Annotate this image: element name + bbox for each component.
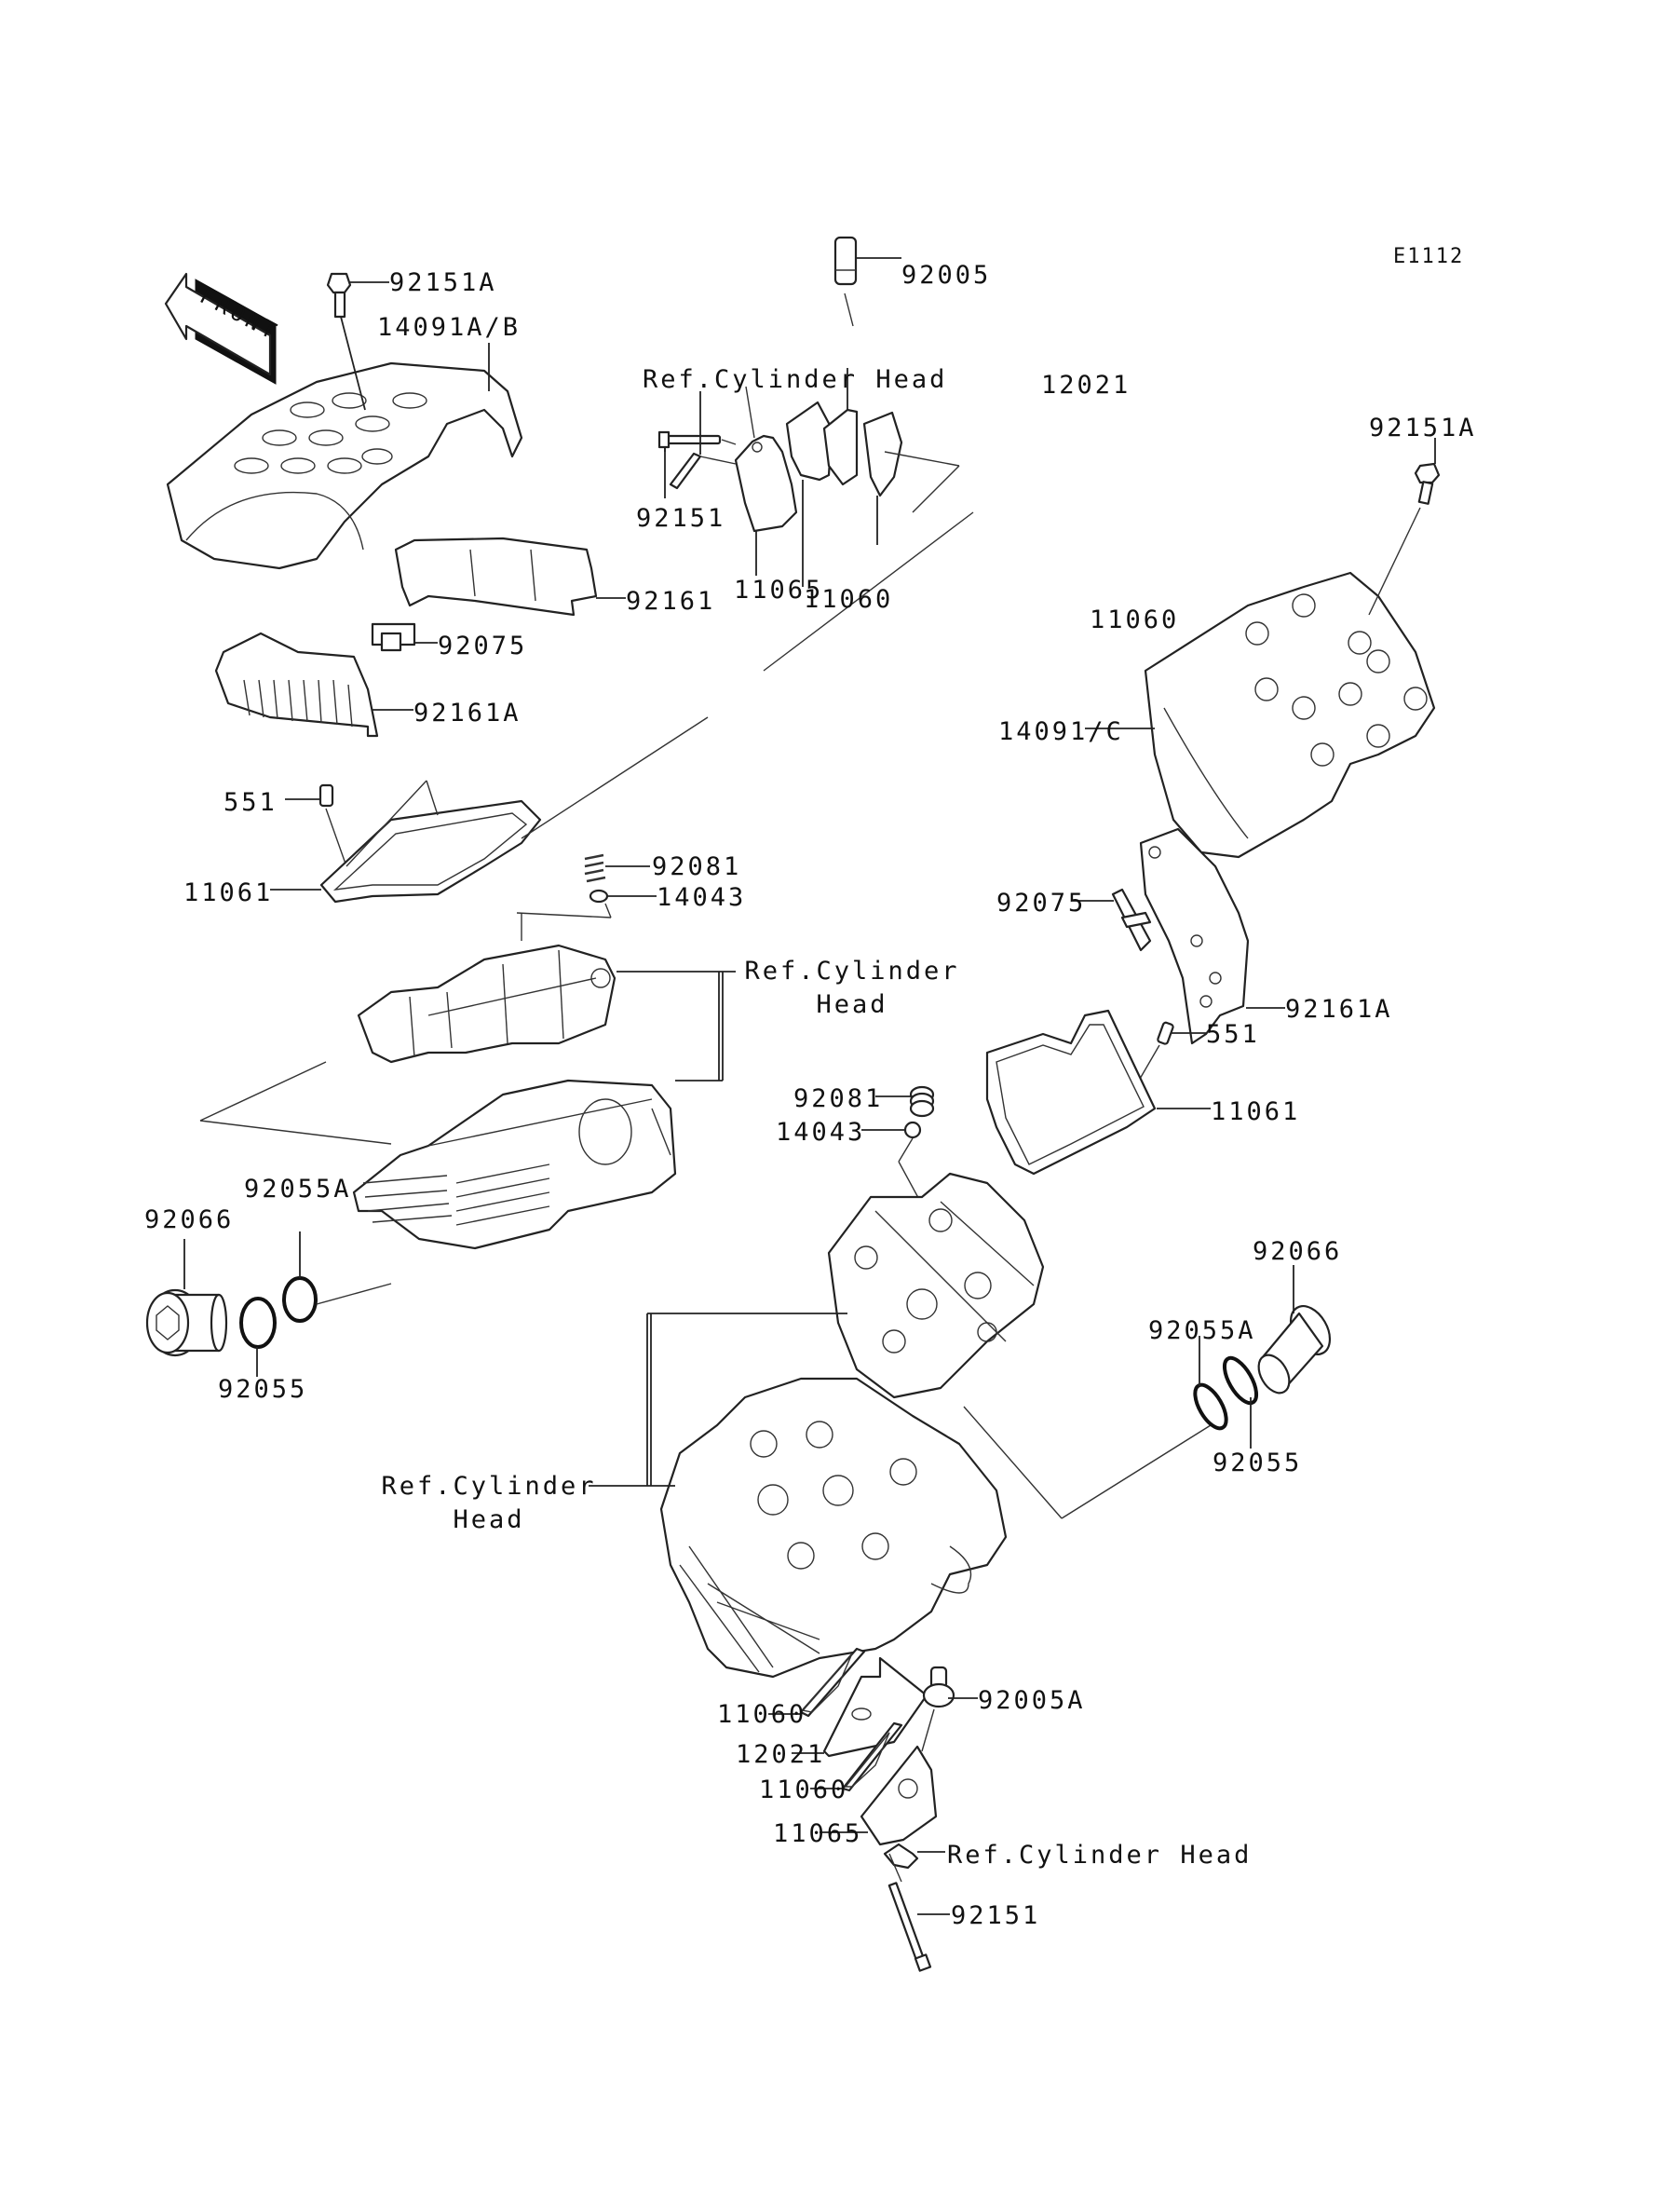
label-11061-left[interactable]: 11061 — [183, 878, 274, 907]
label-12021-bottom[interactable]: 12021 — [736, 1740, 826, 1769]
front-arrow-icon: FRONT — [164, 272, 284, 385]
ref-head-low-leaders — [589, 1313, 1212, 1519]
label-11061-right[interactable]: 11061 — [1211, 1097, 1301, 1126]
oring-92055-left-part — [239, 1297, 277, 1377]
label-11065-bottom[interactable]: 11065 — [773, 1819, 863, 1848]
cover-11065-top-part — [734, 386, 798, 576]
label-11060-bottom-a[interactable]: 11060 — [717, 1700, 807, 1729]
oring-92055-right-part — [1222, 1355, 1259, 1449]
cover-14091AB-part — [166, 361, 523, 570]
cover-11065-bottom-part — [820, 1745, 938, 1846]
gasket-11060-bottom-a-part — [768, 1647, 866, 1718]
gasket-11060-bottom-b-part — [810, 1721, 903, 1792]
ref-head-mid-leaders — [199, 971, 736, 1145]
bolt-92151A-right-part — [1368, 438, 1441, 616]
label-ref-cylinder-head-bottom[interactable]: Ref.Cylinder Head — [947, 1841, 1253, 1870]
label-92066-right[interactable]: 92066 — [1253, 1237, 1343, 1266]
plug-92066-right-part — [1257, 1265, 1332, 1395]
label-92055A-left[interactable]: 92055A — [244, 1175, 352, 1204]
label-11060-top-a[interactable]: 11060 — [804, 585, 894, 614]
label-551-right[interactable]: 551 — [1206, 1020, 1260, 1049]
shroud-92161A-right-part — [1139, 827, 1285, 1045]
spring-92081-right-part — [875, 1085, 935, 1118]
label-92151A-right[interactable]: 92151A — [1369, 414, 1477, 442]
gasket-11061-left-part — [270, 780, 542, 904]
gasket-11061-right-part — [985, 1009, 1211, 1176]
label-92161[interactable]: 92161 — [626, 587, 716, 616]
reed-12021-bottom-part — [792, 1656, 928, 1758]
label-14091C[interactable]: 14091/C — [998, 717, 1124, 746]
label-92151A-top[interactable]: 92151A — [389, 268, 497, 297]
fitting-92005A-part — [921, 1666, 978, 1752]
shroud-92161-part — [394, 537, 626, 617]
gasket-11060-top-a-part — [785, 401, 833, 587]
cylinder-head-right-upper-part — [827, 1172, 1045, 1399]
plug-92066-left-part — [145, 1239, 228, 1357]
shroud-92161A-part — [214, 632, 413, 738]
label-ref-cylinder-head-top[interactable]: Ref.Cylinder Head — [643, 365, 948, 394]
label-11060-bottom-b[interactable]: 11060 — [759, 1775, 849, 1804]
spring-92081-left-part — [584, 853, 650, 883]
label-92161A-right[interactable]: 92161A — [1285, 995, 1393, 1024]
cylinder-head-left-part — [352, 1079, 677, 1250]
bolt-92151-top-part — [657, 430, 737, 498]
label-92081-right[interactable]: 92081 — [793, 1084, 884, 1113]
plug-14043-right-part — [861, 1121, 942, 1240]
label-92151-top[interactable]: 92151 — [636, 504, 726, 533]
label-551-left[interactable]: 551 — [224, 788, 278, 817]
gasket-11060-top-b-part — [862, 411, 960, 545]
label-92161A-left[interactable]: 92161A — [413, 699, 522, 728]
label-11060-top-b[interactable]: 11060 — [1090, 605, 1180, 634]
label-14043-left[interactable]: 14043 — [657, 883, 747, 912]
label-ref-cylinder-head-low-line1: Ref.Cylinder — [381, 1472, 597, 1501]
label-ref-cylinder-head-mid[interactable]: Ref.Cylinder Head — [740, 955, 964, 1022]
ref-head-top-pin — [669, 391, 737, 490]
bolt-92151A-part — [326, 272, 389, 411]
dowel-551-left-part — [285, 783, 347, 867]
label-ref-cylinder-head-mid-line1: Ref.Cylinder — [744, 957, 960, 986]
label-14091AB[interactable]: 14091A/B — [377, 313, 522, 342]
cover-14091C-part — [1085, 571, 1436, 859]
plug-14043-left-part — [516, 889, 657, 941]
clip-92075-part — [371, 622, 438, 652]
oring-92055A-right-part — [1193, 1336, 1228, 1431]
label-14043-right[interactable]: 14043 — [776, 1118, 866, 1147]
pipe-92005-part — [833, 236, 901, 327]
label-ref-cylinder-head-mid-line2: Head — [816, 990, 888, 1019]
label-92081-left[interactable]: 92081 — [652, 852, 742, 881]
cylinder-head-right-lower-part — [659, 1377, 1008, 1679]
label-ref-cylinder-head-low-line2: Head — [453, 1505, 525, 1534]
label-92005A[interactable]: 92005A — [978, 1686, 1086, 1715]
label-92151-bottom[interactable]: 92151 — [951, 1901, 1041, 1930]
label-12021-top[interactable]: 12021 — [1041, 371, 1131, 400]
oring-92055A-left-part — [282, 1231, 392, 1323]
label-92055A-right[interactable]: 92055A — [1148, 1316, 1256, 1345]
label-11065-top[interactable]: 11065 — [734, 576, 824, 605]
label-92055-right[interactable]: 92055 — [1213, 1449, 1303, 1477]
bolt-92151-bottom-part — [887, 1853, 950, 1972]
label-92075-left[interactable]: 92075 — [438, 632, 528, 660]
guide-line-top — [763, 511, 974, 672]
guide-line-mid — [521, 716, 709, 839]
camshaft-holder-left-part — [357, 944, 616, 1064]
label-ref-cylinder-head-low[interactable]: Ref.Cylinder Head — [377, 1470, 601, 1537]
reed-12021-top-part — [822, 368, 859, 486]
label-92066-left[interactable]: 92066 — [144, 1205, 235, 1234]
label-92075-right[interactable]: 92075 — [996, 889, 1087, 918]
label-92005[interactable]: 92005 — [901, 261, 992, 290]
label-92055-left[interactable]: 92055 — [218, 1375, 308, 1404]
diagram-code: E1112 — [1393, 245, 1465, 268]
clip-92075-right-part — [1071, 888, 1152, 952]
